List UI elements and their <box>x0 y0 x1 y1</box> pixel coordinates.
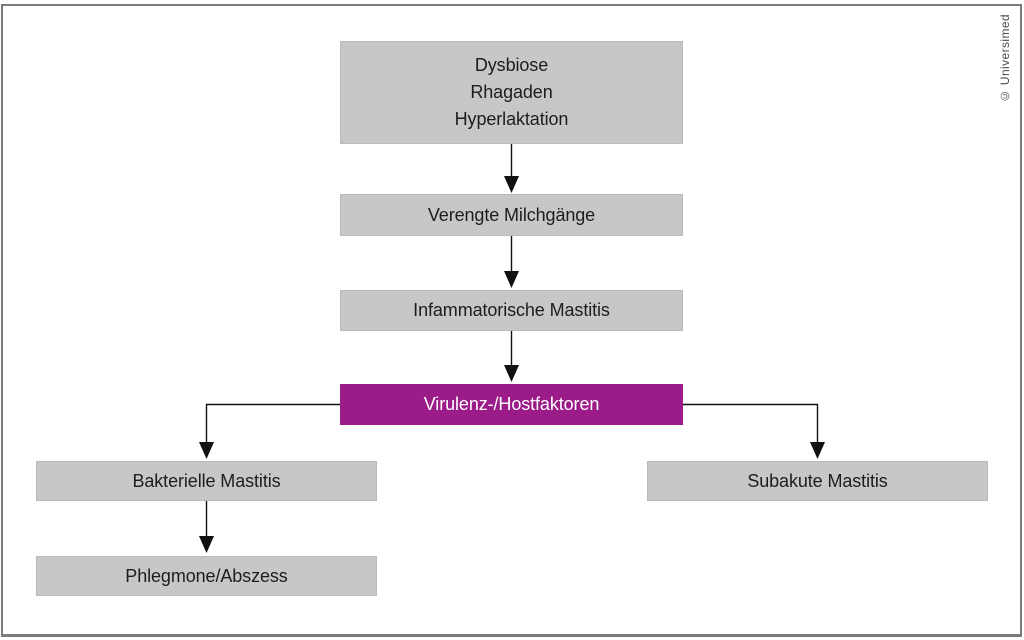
node-causes-line-2: Rhagaden <box>470 82 553 102</box>
node-subakute-mastitis: Subakute Mastitis <box>647 461 988 501</box>
arrow-verengte-to-infamm <box>504 236 519 288</box>
node-label: Virulenz-/Hostfaktoren <box>423 394 600 414</box>
node-label: Phlegmone/Abszess <box>125 565 288 586</box>
node-infammatorische-mastitis: Infammatorische Mastitis <box>340 290 683 331</box>
node-causes: Dysbiose Rhagaden Hyperlaktation <box>340 41 683 144</box>
arrow-bakterielle-to-phlegmone <box>199 501 214 553</box>
node-causes-line-3: Hyperlaktation <box>454 109 569 129</box>
node-phlegmone-abszess: Phlegmone/Abszess <box>36 556 377 596</box>
connector-virulenz-to-subakute <box>683 403 825 459</box>
arrow-infamm-to-virulenz <box>504 331 519 382</box>
arrow-causes-to-verengte <box>504 144 519 193</box>
node-verengte-milchgaenge: Verengte Milchgänge <box>340 194 683 236</box>
connector-virulenz-to-bakterielle <box>199 403 340 459</box>
node-label: Verengte Milchgänge <box>427 204 596 225</box>
node-causes-line-1: Dysbiose <box>474 55 549 75</box>
node-bakterielle-mastitis: Bakterielle Mastitis <box>36 461 377 501</box>
node-label: Subakute Mastitis <box>747 470 888 491</box>
copyright-credit: © Universimed <box>998 14 1012 104</box>
node-label: Bakterielle Mastitis <box>132 470 281 491</box>
node-virulenz-hostfaktoren: Virulenz-/Hostfaktoren <box>340 384 683 425</box>
node-label: Infammatorische Mastitis <box>413 300 610 320</box>
